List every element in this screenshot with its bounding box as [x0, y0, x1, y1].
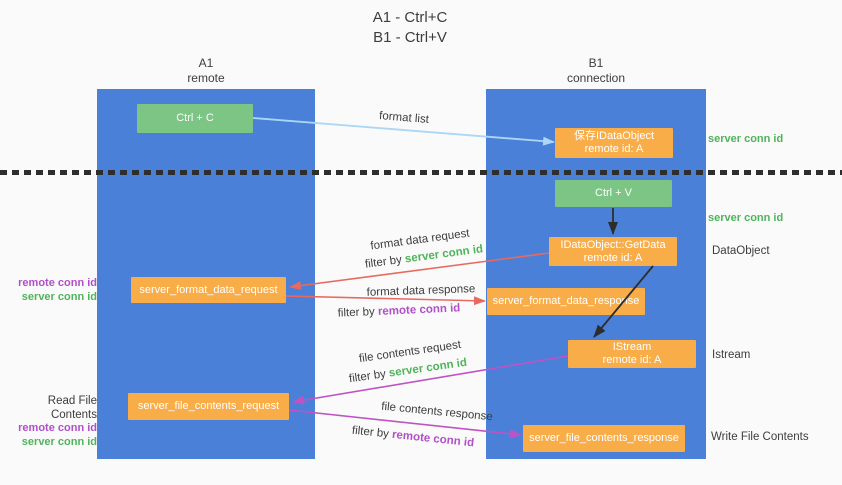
remote-conn-id-left-1: remote conn id — [18, 277, 97, 289]
title-line-a1: A1 - Ctrl+C — [372, 9, 448, 26]
filter-by-text: filter by — [337, 306, 376, 320]
server-conn-id-left-2: server conn id — [21, 435, 97, 448]
save-idataobject-line1: 保存IDataObject — [573, 130, 655, 142]
istream-box: IStream remote id: A — [568, 340, 696, 368]
lifeline-header-b1: B1 connection — [536, 56, 656, 86]
idataobject-getdata-line1: IDataObject::GetData — [560, 238, 666, 251]
file-conn-id-group: Read File Contents remote conn id server… — [0, 395, 97, 449]
server-conn-id-highlight: server conn id — [388, 356, 468, 380]
filter-by-text: filter by — [348, 368, 387, 386]
server-format-data-response-box: server_format_data_response — [487, 288, 645, 315]
server-file-contents-request-box: server_file_contents_request — [128, 393, 289, 420]
format-conn-id-group: remote conn id server conn id — [0, 277, 97, 304]
idataobject-getdata-box: IDataObject::GetData remote id: A — [549, 237, 677, 266]
server-conn-id-right-2: server conn id — [708, 212, 784, 224]
write-file-contents-label: Write File Contents — [711, 431, 809, 443]
file-contents-response-filter-label: filter by remote conn id — [351, 425, 474, 450]
server-conn-id-highlight: server conn id — [404, 243, 484, 266]
lifeline-a1-name: A1 — [198, 56, 214, 70]
dataobject-label: DataObject — [712, 245, 770, 257]
remote-conn-id-highlight: remote conn id — [391, 428, 475, 450]
read-file-contents-label: Read File Contents — [47, 395, 97, 421]
save-idataobject-box: 保存IDataObject remote id: A — [555, 128, 673, 158]
lifeline-a1-role: remote — [187, 71, 225, 85]
server-format-data-request-box: server_format_data_request — [131, 277, 286, 303]
ctrl-v-box: Ctrl + V — [555, 180, 672, 207]
format-data-response-label: format data response — [366, 283, 476, 299]
remote-conn-id-left-2: remote conn id — [18, 422, 97, 434]
format-data-response-filter-label: filter by remote conn id — [337, 302, 460, 319]
format-list-label: format list — [378, 110, 430, 126]
server-conn-id-right-1: server conn id — [708, 133, 784, 145]
separator-dotted-line — [0, 170, 842, 175]
lifeline-b1-name: B1 — [588, 56, 604, 70]
istream-line1: IStream — [612, 341, 652, 353]
file-contents-response-label: file contents response — [380, 400, 494, 424]
istream-line2: remote id: A — [602, 354, 662, 366]
filter-by-text: filter by — [364, 253, 403, 271]
title-line-b1: B1 - Ctrl+V — [373, 29, 447, 46]
idataobject-getdata-line2: remote id: A — [583, 251, 643, 264]
istream-label: Istream — [712, 349, 751, 361]
lifeline-b1-role: connection — [566, 71, 626, 85]
lifeline-header-a1: A1 remote — [146, 56, 266, 86]
ctrl-c-box: Ctrl + C — [137, 104, 253, 133]
save-idataobject-line2: remote id: A — [584, 143, 644, 155]
remote-conn-id-highlight: remote conn id — [377, 302, 461, 318]
server-conn-id-left-1: server conn id — [21, 290, 97, 303]
diagram-title: A1 - Ctrl+C B1 - Ctrl+V — [320, 8, 500, 48]
filter-by-text: filter by — [351, 424, 390, 441]
server-file-contents-response-box: server_file_contents_response — [523, 425, 685, 452]
